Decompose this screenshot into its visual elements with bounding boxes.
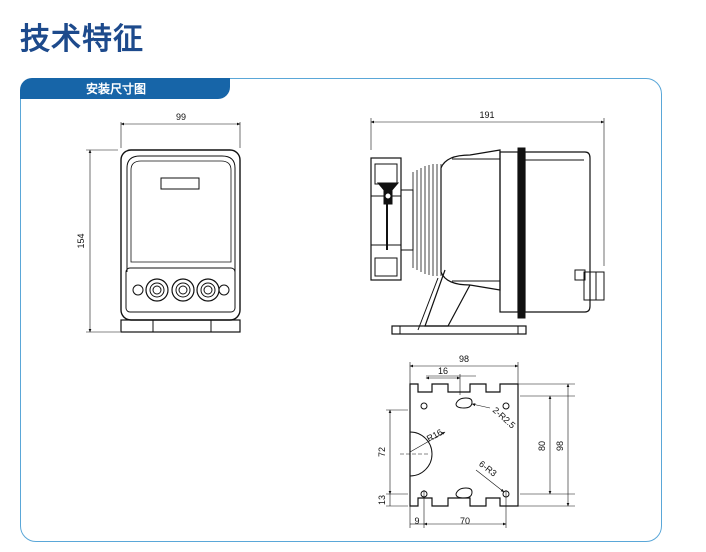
radius-center-label: R16 — [425, 427, 444, 444]
plate-height-label: 98 — [555, 441, 565, 451]
edge-y-label: 13 — [377, 495, 387, 505]
front-width-label: 99 — [176, 112, 186, 122]
center-y-label: 72 — [377, 447, 387, 457]
page-title: 技术特征 — [20, 22, 144, 57]
drawing-panel — [20, 78, 662, 542]
hole-spacing-x-label: 70 — [460, 516, 470, 526]
base-plate — [386, 362, 575, 528]
side-length-label: 191 — [479, 110, 494, 120]
side-view — [370, 118, 605, 335]
front-height-label: 154 — [76, 233, 86, 248]
section-tab-label: 安装尺寸图 — [86, 82, 147, 96]
plate-width-label: 98 — [459, 354, 469, 364]
slot-offset-label: 16 — [438, 366, 448, 376]
front-view — [86, 122, 241, 333]
hole-spacing-y-label: 80 — [537, 441, 547, 451]
hole-radius-label: 6-R3 — [477, 459, 499, 479]
edge-x-label: 9 — [414, 516, 419, 526]
section-tab: 安装尺寸图 — [20, 78, 230, 99]
